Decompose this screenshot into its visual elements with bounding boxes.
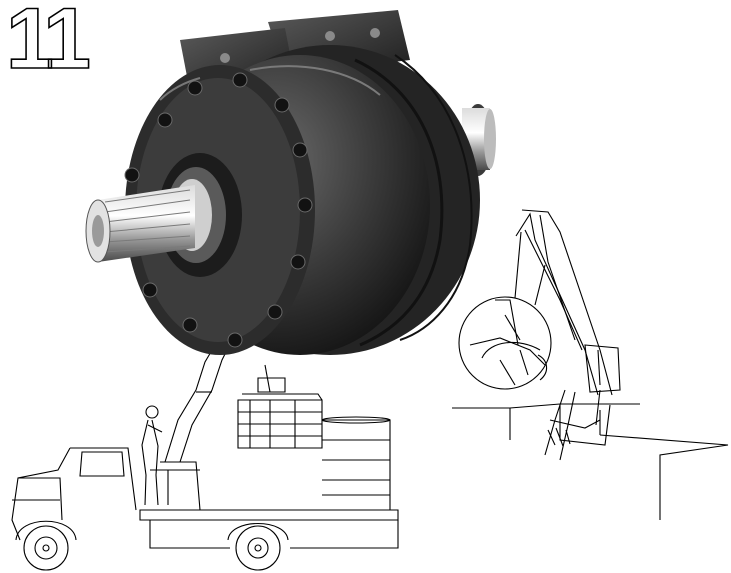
loader-illustration (452, 209, 729, 520)
page-number: 11 (5, 0, 92, 87)
hydraulic-motor-illustration (85, 10, 496, 355)
truck-illustration (11, 344, 399, 571)
